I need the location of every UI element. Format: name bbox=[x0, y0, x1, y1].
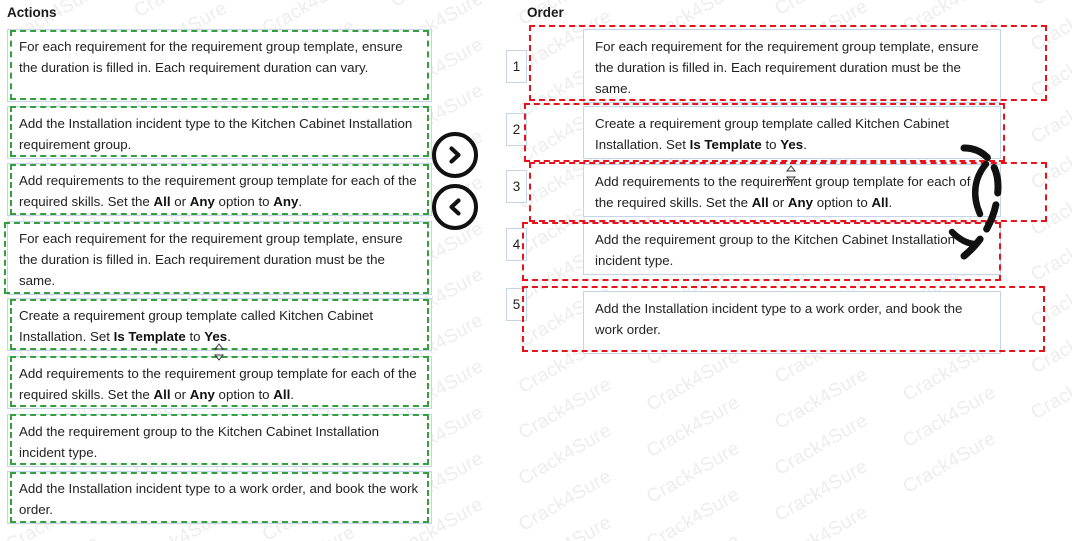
action-card-text: Add the requirement group to the Kitchen… bbox=[19, 424, 379, 460]
order-card[interactable]: Add the requirement group to the Kitchen… bbox=[583, 222, 1001, 275]
action-card[interactable]: Add the Installation incident type to a … bbox=[7, 471, 432, 524]
action-card-text: Add requirements to the requirement grou… bbox=[19, 366, 417, 402]
order-card-text: Add the Installation incident type to a … bbox=[595, 301, 963, 337]
move-right-button[interactable] bbox=[432, 132, 478, 178]
order-card[interactable]: Create a requirement group template call… bbox=[583, 106, 1001, 159]
action-card-text: For each requirement for the requirement… bbox=[19, 231, 403, 288]
order-number-badge: 4 bbox=[506, 228, 527, 261]
action-card-text: Create a requirement group template call… bbox=[19, 308, 374, 344]
action-card-text: Add the Installation incident type to a … bbox=[19, 481, 419, 517]
order-card-text: Create a requirement group template call… bbox=[595, 116, 950, 152]
action-card[interactable]: Create a requirement group template call… bbox=[7, 298, 432, 351]
chevron-left-icon bbox=[445, 197, 465, 217]
order-card[interactable]: For each requirement for the requirement… bbox=[583, 29, 1001, 103]
action-card-text: For each requirement for the requirement… bbox=[19, 39, 403, 75]
order-card-text: Add requirements to the requirement grou… bbox=[595, 174, 971, 210]
order-column-header: Order bbox=[527, 5, 564, 20]
action-card[interactable]: For each requirement for the requirement… bbox=[7, 221, 432, 295]
actions-column-header: Actions bbox=[7, 5, 57, 20]
order-card-text: Add the requirement group to the Kitchen… bbox=[595, 232, 955, 268]
action-card-text: Add the Installation incident type to th… bbox=[19, 116, 413, 152]
order-number-badge: 3 bbox=[506, 170, 527, 203]
chevron-right-icon bbox=[445, 145, 465, 165]
order-number-badge: 5 bbox=[506, 288, 527, 321]
action-card[interactable]: Add requirements to the requirement grou… bbox=[7, 356, 432, 409]
order-card-text: For each requirement for the requirement… bbox=[595, 39, 979, 96]
move-left-button[interactable] bbox=[432, 184, 478, 230]
order-card[interactable]: Add the Installation incident type to a … bbox=[583, 291, 1001, 354]
order-card[interactable]: Add requirements to the requirement grou… bbox=[583, 164, 1001, 217]
order-number-badge: 2 bbox=[506, 113, 527, 146]
action-card[interactable]: Add the requirement group to the Kitchen… bbox=[7, 414, 432, 467]
action-card[interactable]: Add requirements to the requirement grou… bbox=[7, 163, 432, 216]
action-card[interactable]: For each requirement for the requirement… bbox=[7, 29, 432, 102]
order-number-badge: 1 bbox=[506, 50, 527, 83]
action-card[interactable]: Add the Installation incident type to th… bbox=[7, 106, 432, 159]
action-card-text: Add requirements to the requirement grou… bbox=[19, 173, 417, 209]
